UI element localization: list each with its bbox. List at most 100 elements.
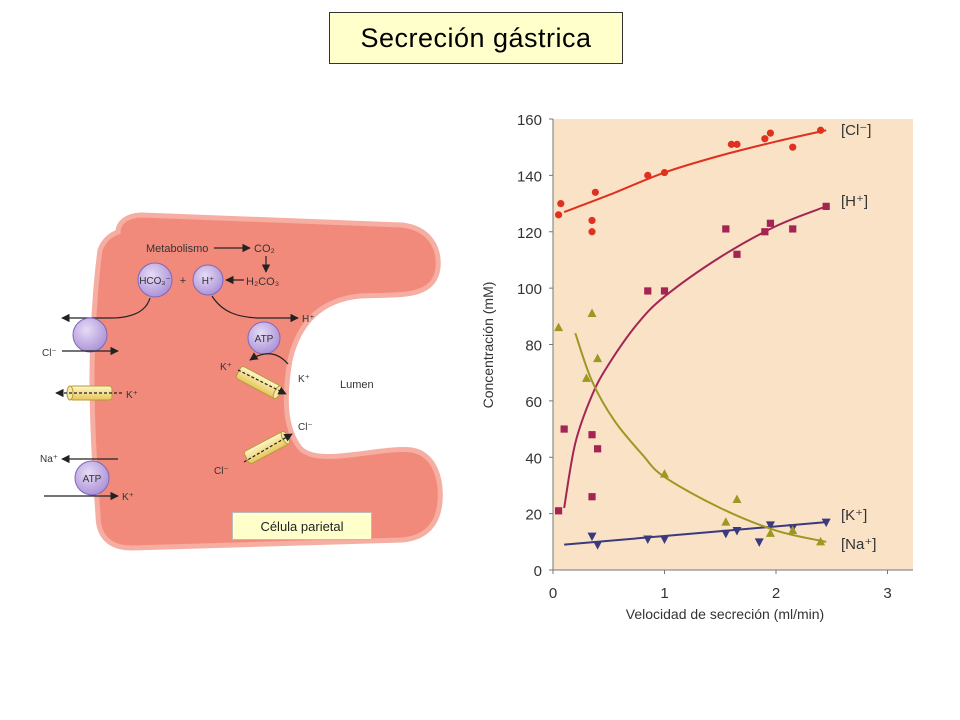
series-label: [H⁺]	[841, 193, 868, 210]
k-curve-arrow	[249, 352, 289, 365]
plus-sign: +	[180, 275, 186, 287]
data-point	[660, 469, 669, 478]
data-point	[588, 228, 596, 236]
data-point	[554, 322, 564, 332]
data-point	[733, 140, 741, 148]
y-axis-label: Concentración (mM)	[480, 282, 496, 409]
data-point	[594, 445, 602, 453]
data-point	[557, 199, 565, 208]
data-point	[766, 129, 775, 137]
series-label: [Cl⁻]	[841, 122, 871, 139]
na-label: Na⁺	[40, 454, 58, 465]
data-point	[588, 216, 596, 225]
data-point	[816, 536, 826, 546]
data-point	[732, 494, 742, 504]
data-point	[821, 518, 831, 528]
data-point	[587, 308, 597, 317]
h-out-label: H⁺	[302, 314, 315, 325]
data-point	[721, 529, 731, 539]
data-point	[660, 287, 669, 295]
data-point	[765, 528, 775, 537]
k-in-basolateral-label: K⁺	[122, 492, 134, 503]
parietal-cell-diagram: Metabolismo CO₂ H₂CO₃ HCO₃⁻ + H⁺ Cl⁻ H⁺ …	[40, 212, 443, 551]
atp-lumen-label: ATP	[255, 334, 274, 345]
cl-hco3-antiporter-icon	[72, 317, 108, 353]
cl-lumen-label: Cl⁻	[298, 422, 313, 433]
co2-label: CO₂	[254, 243, 275, 255]
data-point	[761, 135, 769, 143]
y-tick-label: 20	[525, 507, 542, 524]
y-tick-label: 0	[534, 563, 542, 580]
data-point	[727, 140, 736, 148]
y-tick-label: 100	[517, 281, 542, 298]
data-point	[660, 168, 669, 177]
data-point	[722, 225, 730, 233]
atp-pump-basolateral-icon	[74, 460, 110, 496]
cell-label-box: Célula parietal	[232, 512, 372, 540]
data-point	[554, 211, 563, 219]
cl-left-label: Cl⁻	[42, 348, 57, 359]
series-curve	[564, 521, 827, 546]
data-point	[554, 507, 563, 515]
k-out-arrow	[237, 369, 287, 395]
data-point	[761, 228, 769, 236]
hco3-out-path	[61, 297, 151, 323]
data-point	[593, 353, 603, 363]
data-point	[587, 532, 597, 542]
data-point	[732, 527, 742, 536]
y-tick-label: 40	[525, 450, 542, 467]
data-point	[766, 219, 775, 227]
y-tick-label: 120	[517, 225, 542, 242]
x-tick-label: 3	[883, 585, 891, 602]
h-ion-label: H⁺	[202, 276, 215, 287]
data-point	[789, 143, 797, 151]
data-point	[754, 538, 764, 547]
hco3-label: HCO₃⁻	[139, 276, 171, 287]
data-point	[644, 171, 652, 179]
h-out-path	[211, 295, 299, 323]
title-box: Secreción gástrica	[329, 12, 623, 64]
data-point	[788, 525, 798, 535]
data-point	[822, 202, 830, 210]
data-point	[581, 373, 591, 382]
metabolismo-label: Metabolismo	[146, 243, 208, 255]
y-tick-label: 80	[525, 338, 542, 355]
y-tick-label: 60	[525, 394, 542, 411]
cl-inside-label: Cl⁻	[214, 466, 229, 477]
x-tick-label: 1	[660, 585, 668, 602]
cl-out-arrow	[243, 433, 293, 463]
x-tick-label: 0	[549, 585, 557, 602]
h-circle	[192, 264, 224, 296]
data-point	[817, 126, 825, 134]
data-point	[721, 517, 731, 526]
data-point	[643, 535, 653, 544]
page-title: Secreción gástrica	[360, 22, 592, 53]
series-label: [Na⁺]	[841, 536, 876, 553]
k-basolateral-label: K⁺	[126, 390, 138, 401]
data-point	[660, 535, 669, 544]
k-in-label: K⁺	[220, 362, 232, 373]
hco3-circle	[137, 262, 173, 298]
h2co3-label: H₂CO₃	[246, 276, 279, 288]
k-lumen-label: K⁺	[298, 374, 310, 385]
lumen-label: Lumen	[340, 379, 374, 391]
data-point	[765, 521, 775, 530]
atp-basolateral-label: ATP	[83, 474, 102, 485]
series-curve	[563, 129, 827, 213]
data-point	[644, 287, 652, 295]
data-point	[593, 541, 603, 550]
cell-label: Célula parietal	[260, 518, 344, 534]
x-axis-label: Velocidad de secreción (ml/min)	[626, 606, 824, 622]
y-tick-label: 160	[517, 112, 542, 129]
data-point	[789, 225, 797, 233]
series-curve	[574, 332, 827, 543]
series-curve	[563, 205, 827, 509]
y-tick-label: 140	[517, 168, 542, 185]
data-point	[591, 188, 599, 196]
data-point	[588, 431, 596, 439]
data-point	[560, 425, 568, 433]
data-point	[733, 250, 741, 258]
x-tick-label: 2	[772, 585, 780, 602]
